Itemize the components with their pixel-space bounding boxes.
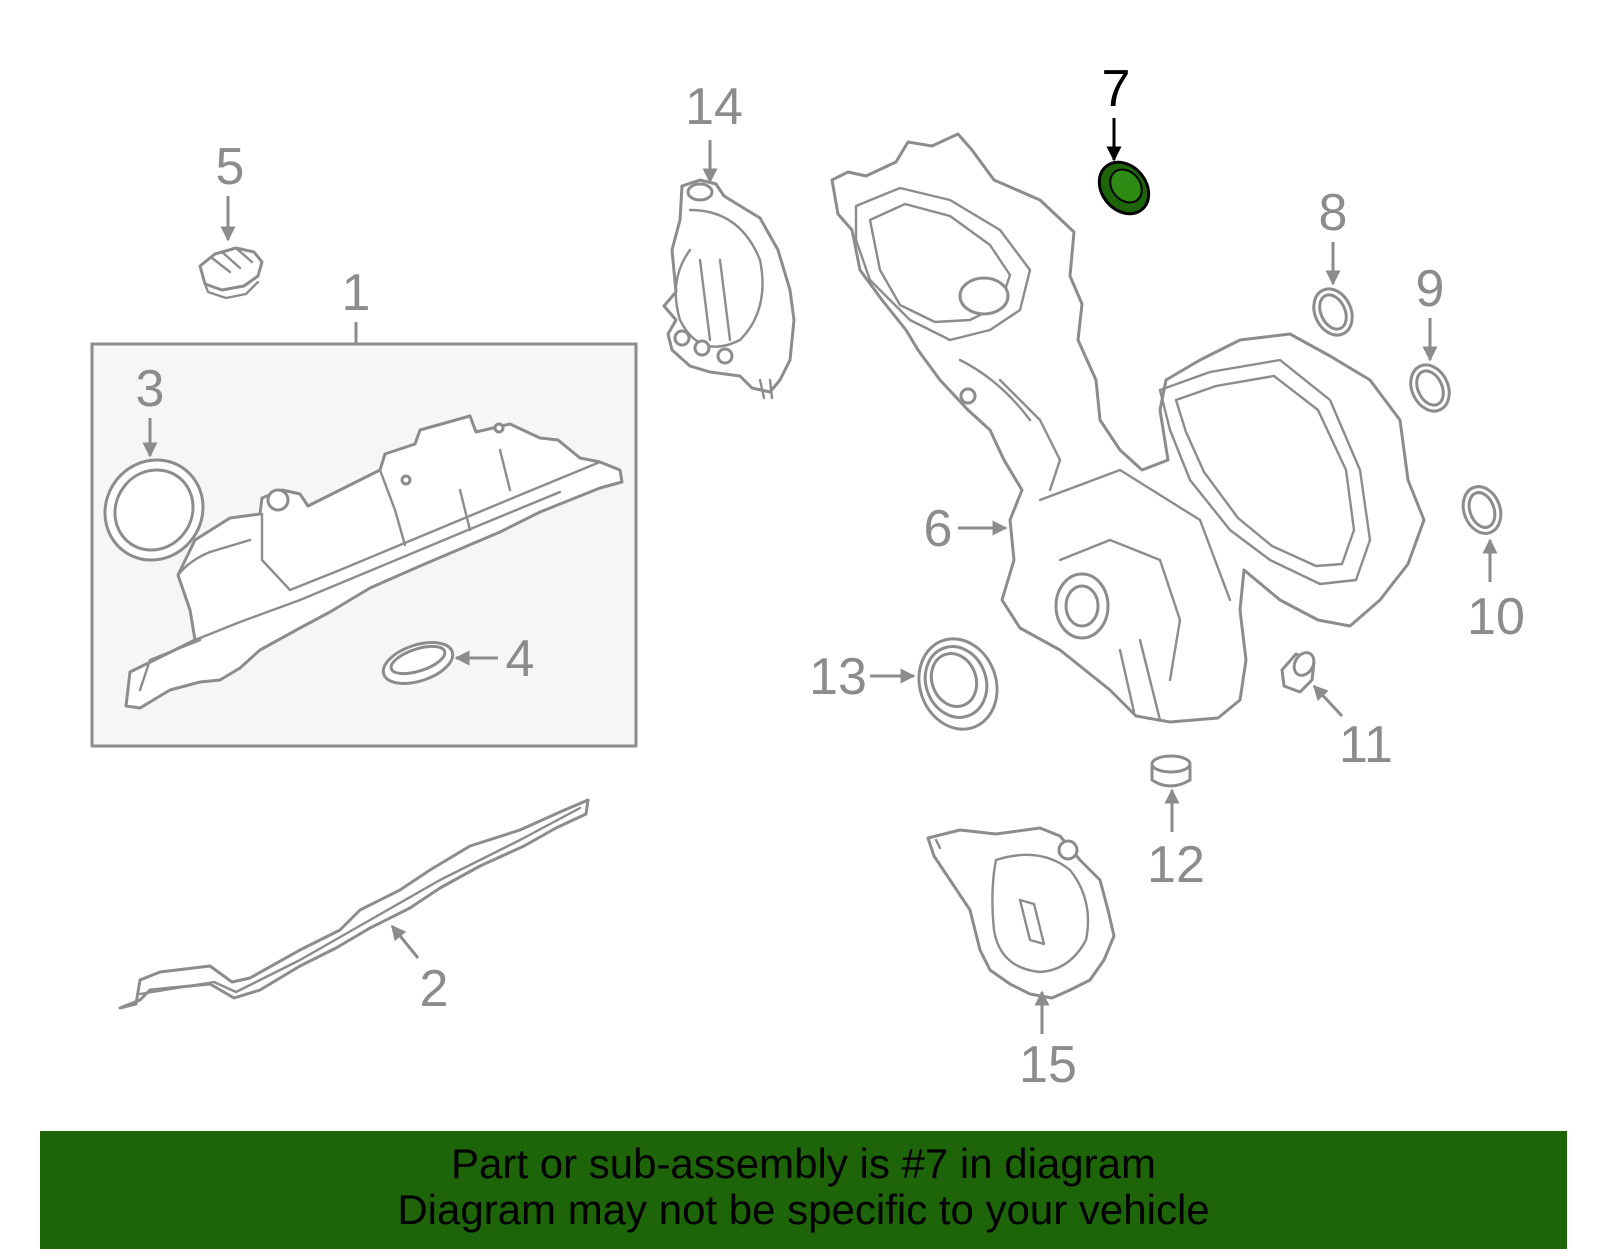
callout-12: 12 bbox=[1147, 836, 1205, 894]
callout-8: 8 bbox=[1319, 184, 1348, 242]
callout-3: 3 bbox=[136, 360, 165, 418]
callout-14: 14 bbox=[685, 78, 743, 136]
info-banner: Part or sub-assembly is #7 in diagram Di… bbox=[40, 1131, 1567, 1249]
lower-cover-part-15[interactable] bbox=[926, 826, 1116, 1000]
o-ring-part-9[interactable] bbox=[1404, 359, 1457, 418]
valve-cover-part-1[interactable] bbox=[124, 414, 624, 710]
bushing-part-12[interactable] bbox=[1150, 754, 1192, 788]
o-ring-part-10[interactable] bbox=[1457, 481, 1507, 538]
oil-cap-part-5[interactable] bbox=[198, 246, 264, 300]
callout-7: 7 bbox=[1102, 60, 1131, 118]
gasket-part-2[interactable] bbox=[118, 798, 590, 1010]
seal-part-4[interactable] bbox=[378, 635, 458, 691]
callout-4: 4 bbox=[506, 630, 535, 688]
sleeve-part-11[interactable] bbox=[1280, 649, 1318, 694]
housing-part-14[interactable] bbox=[662, 178, 796, 400]
banner-line-2: Diagram may not be specific to your vehi… bbox=[397, 1186, 1210, 1233]
banner-line-1: Part or sub-assembly is #7 in diagram bbox=[451, 1140, 1156, 1187]
callout-10: 10 bbox=[1467, 588, 1525, 646]
seal-part-3[interactable] bbox=[85, 441, 222, 580]
callout-5: 5 bbox=[216, 138, 245, 196]
callout-6: 6 bbox=[924, 500, 953, 558]
callout-labels: 1 2 3 4 5 6 7 8 9 10 11 12 13 14 15 bbox=[136, 60, 1525, 1094]
callout-11: 11 bbox=[1339, 716, 1393, 774]
callout-1: 1 bbox=[342, 264, 371, 322]
callout-15: 15 bbox=[1019, 1036, 1077, 1094]
callout-arrows bbox=[142, 118, 1498, 1034]
crank-seal-part-13[interactable] bbox=[907, 628, 1010, 740]
o-ring-part-8[interactable] bbox=[1307, 283, 1360, 342]
callout-2: 2 bbox=[420, 960, 449, 1018]
seal-part-7-highlighted[interactable] bbox=[1089, 152, 1159, 223]
callout-9: 9 bbox=[1416, 260, 1445, 318]
callout-13: 13 bbox=[809, 648, 867, 706]
timing-cover-part-6[interactable] bbox=[830, 132, 1426, 724]
